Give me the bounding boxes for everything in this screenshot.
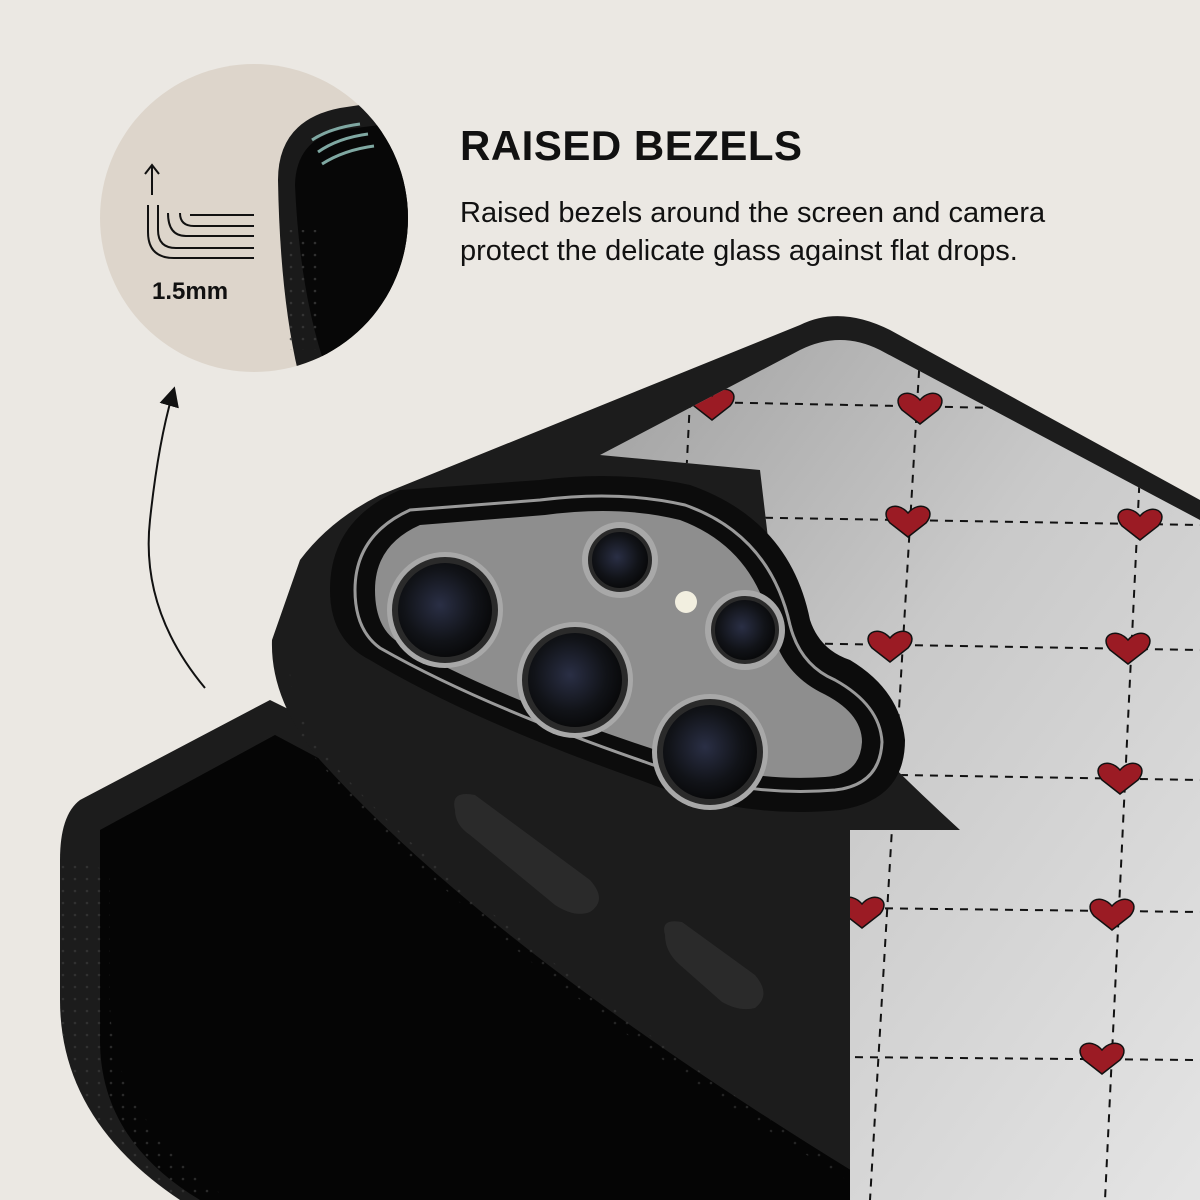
closeup-corner	[278, 96, 408, 372]
raised-edge-icon	[144, 163, 254, 259]
feature-description: Raised bezels around the screen and came…	[460, 194, 1160, 270]
feature-description-line-2: protect the delicate glass against flat …	[460, 235, 1018, 267]
feature-title: RAISED BEZELS	[460, 122, 803, 169]
bezel-height-label: 1.5mm	[152, 278, 229, 305]
heart-pattern	[689, 388, 1163, 1075]
bezel-closeup-callout	[100, 64, 408, 372]
side-buttons	[454, 794, 764, 1010]
feature-description-line-1: Raised bezels around the screen and came…	[460, 197, 1046, 229]
camera-bezel	[330, 476, 905, 812]
pointer-arrow	[147, 386, 206, 689]
